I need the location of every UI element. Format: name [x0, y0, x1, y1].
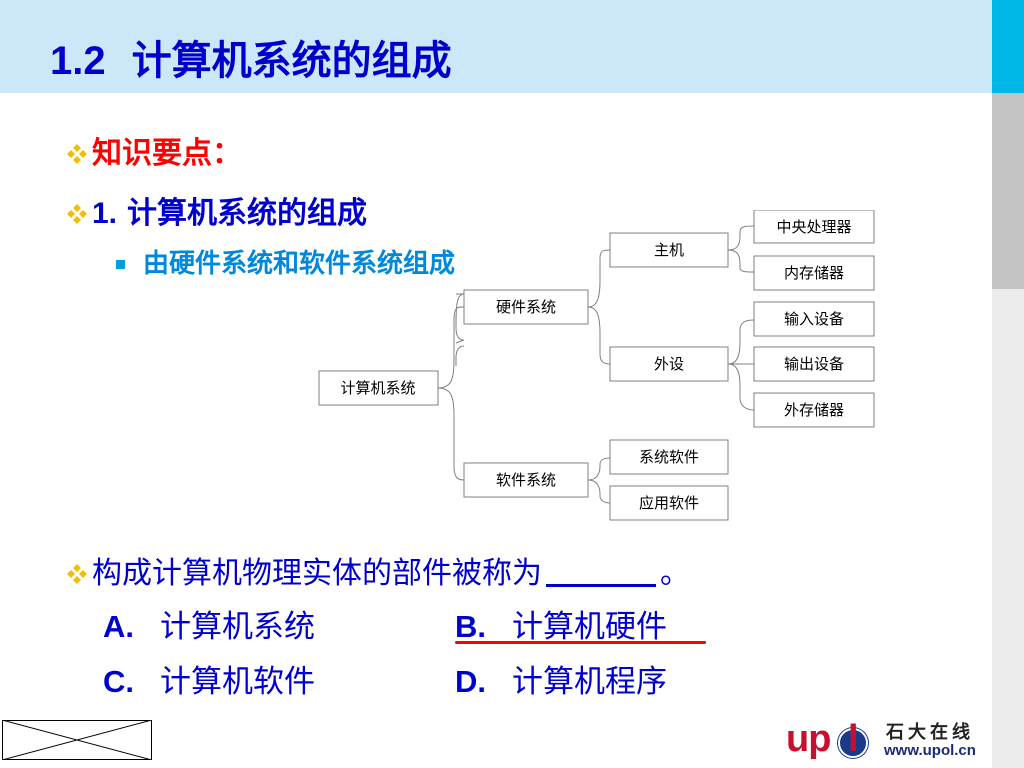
option-d: D.计算机程序: [455, 664, 667, 700]
question-text: 构成计算机物理实体的部件被称为: [92, 556, 542, 591]
question: 构成计算机物理实体的部件被称为 。: [66, 548, 690, 592]
bullet-item-1: 1. 计算机系统的组成: [66, 188, 367, 232]
node-host: 主机: [609, 232, 729, 268]
diamond-bullet-icon: [67, 564, 87, 584]
node-software: 软件系统: [463, 462, 589, 498]
svg-text:硬件系统: 硬件系统: [496, 298, 556, 316]
svg-text:软件系统: 软件系统: [496, 471, 556, 489]
svg-text:输出设备: 输出设备: [784, 355, 844, 373]
bracket-root: [455, 293, 465, 366]
diamond-bullet-icon: [67, 204, 87, 224]
side-rail-accent: [992, 0, 1024, 93]
node-application-software: 应用软件: [609, 485, 729, 521]
diamond-bullet-icon: [67, 144, 87, 164]
item-text: 计算机系统的组成: [127, 196, 368, 231]
item-number: 1.: [92, 197, 118, 230]
side-rail-thumb: [992, 93, 1024, 289]
sub-bullet: 由硬件系统和软件系统组成: [116, 243, 455, 280]
option-b: B.计算机硬件: [455, 609, 667, 645]
slide-title: 1.2 计算机系统的组成: [50, 28, 452, 86]
logo-chinese: 石大在线: [886, 722, 974, 743]
title-bar: [0, 0, 992, 93]
square-bullet-icon: [116, 260, 125, 269]
logo-url: www.upol.cn: [884, 742, 976, 759]
answer-blank: [546, 558, 656, 587]
node-system-software: 系统软件: [609, 439, 729, 475]
node-root: 计算机系统: [318, 370, 439, 406]
node-external-storage: 外存储器: [753, 392, 875, 428]
option-c: C.计算机软件: [103, 664, 315, 700]
svg-text:外存储器: 外存储器: [784, 401, 844, 419]
placeholder-box-icon: [2, 720, 152, 760]
sub-bullet-text: 由硬件系统和软件系统组成: [143, 249, 456, 279]
bracket-root-lines: [437, 225, 755, 504]
node-hardware: 硬件系统: [463, 289, 589, 325]
svg-text:主机: 主机: [654, 241, 684, 259]
seal-icon: [838, 728, 868, 758]
option-a: A.计算机系统: [103, 609, 315, 645]
section-number: 1.2: [50, 39, 106, 83]
node-memory: 内存储器: [753, 255, 875, 291]
svg-text:外设: 外设: [654, 355, 684, 373]
upol-logo: up l 石大在线 www.upol.cn: [786, 718, 976, 764]
svg-text:计算机系统: 计算机系统: [340, 379, 415, 397]
node-input: 输入设备: [753, 301, 875, 337]
svg-text:应用软件: 应用软件: [639, 494, 699, 512]
computer-system-tree-diagram: 计算机系统 硬件系统 软件系统 主机 外设 中央处理器 内存储器 输入设备 输出…: [318, 210, 875, 521]
node-cpu: 中央处理器: [753, 210, 875, 244]
svg-text:系统软件: 系统软件: [639, 448, 699, 466]
svg-text:中央处理器: 中央处理器: [776, 218, 851, 236]
question-end: 。: [660, 556, 690, 591]
bullet-knowledge-points: 知识要点：: [66, 128, 242, 172]
node-peripheral: 外设: [609, 346, 729, 382]
svg-text:内存储器: 内存储器: [784, 264, 844, 282]
answer-underline: [455, 641, 706, 644]
node-output: 输出设备: [753, 346, 875, 382]
logo-brand-up: up: [786, 718, 831, 760]
heading-text: 知识要点：: [92, 136, 242, 171]
svg-text:输入设备: 输入设备: [784, 310, 844, 328]
title-text: 计算机系统的组成: [131, 38, 452, 84]
logo-brand-l: l: [848, 718, 859, 760]
side-rail-track: [992, 289, 1024, 768]
